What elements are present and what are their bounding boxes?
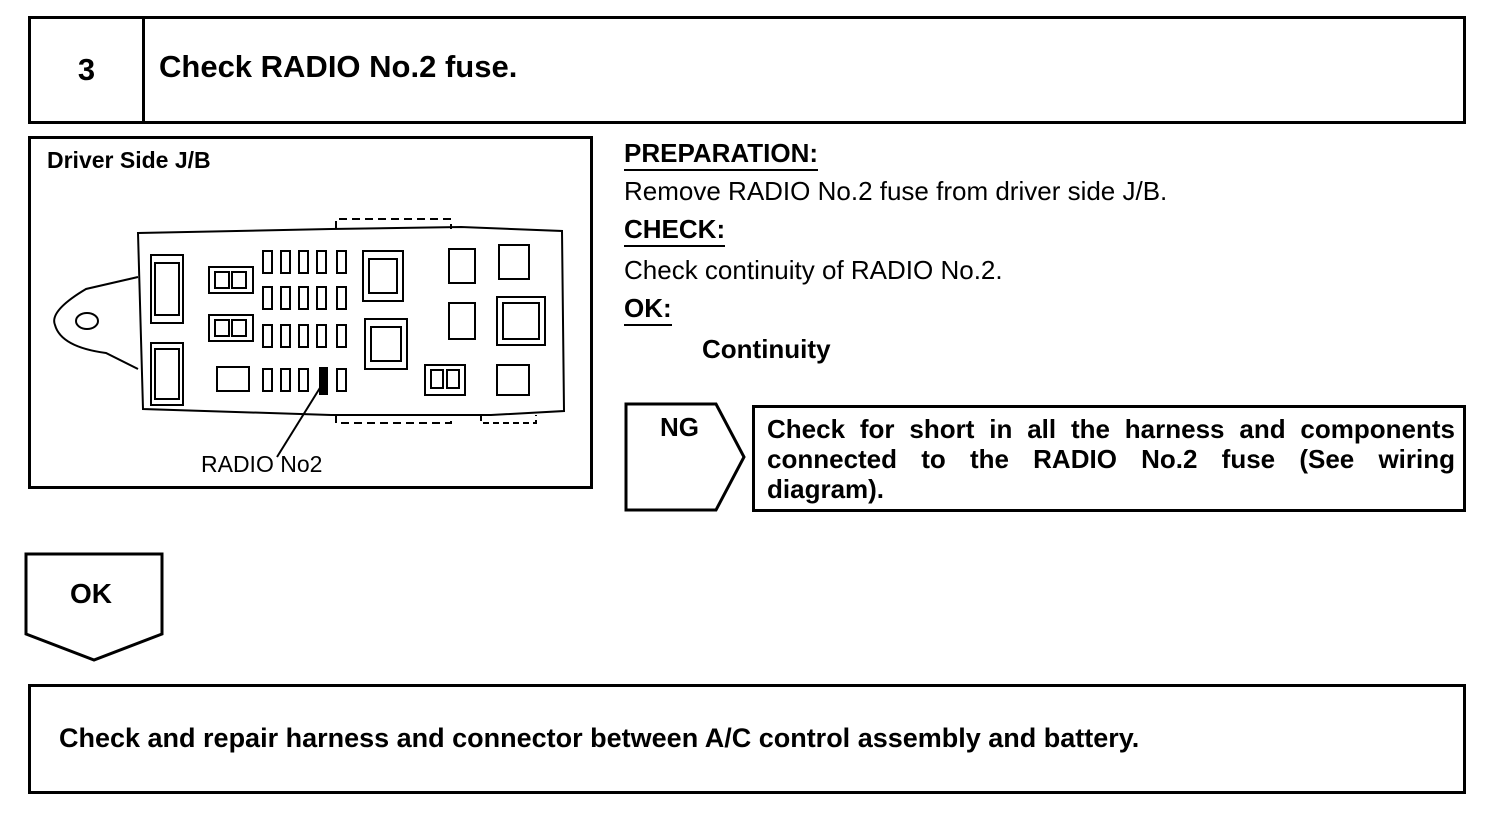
junction-block-diagram: Driver Side J/B RADIO No2 <box>28 136 593 489</box>
ok-arrow <box>24 552 164 662</box>
diagram-title: Driver Side J/B <box>47 147 211 173</box>
ok-label: OK <box>70 578 112 609</box>
check-text: Check continuity of RADIO No.2. <box>624 255 1003 285</box>
junction-block-illustration <box>53 218 566 458</box>
fuse-callout-label: RADIO No2 <box>201 451 323 477</box>
preparation-text: Remove RADIO No.2 fuse from driver side … <box>624 176 1168 206</box>
ok-result: Continuity <box>702 334 831 364</box>
ng-arrow <box>624 402 746 512</box>
ng-action-box: Check for short in all the harness and c… <box>752 405 1466 512</box>
check-heading: CHECK: <box>624 214 726 247</box>
ok-heading: OK: <box>624 293 672 326</box>
step-header: 3 Check RADIO No.2 fuse. <box>28 16 1466 124</box>
final-action-text: Check and repair harness and connector b… <box>59 723 1140 753</box>
final-action-box: Check and repair harness and connector b… <box>28 684 1466 794</box>
preparation-heading: PREPARATION: <box>624 138 819 171</box>
step-title: Check RADIO No.2 fuse. <box>159 49 518 84</box>
step-number: 3 <box>31 19 145 121</box>
ng-action-text: Check for short in all the harness and c… <box>767 414 1455 504</box>
ng-label: NG <box>660 412 699 442</box>
